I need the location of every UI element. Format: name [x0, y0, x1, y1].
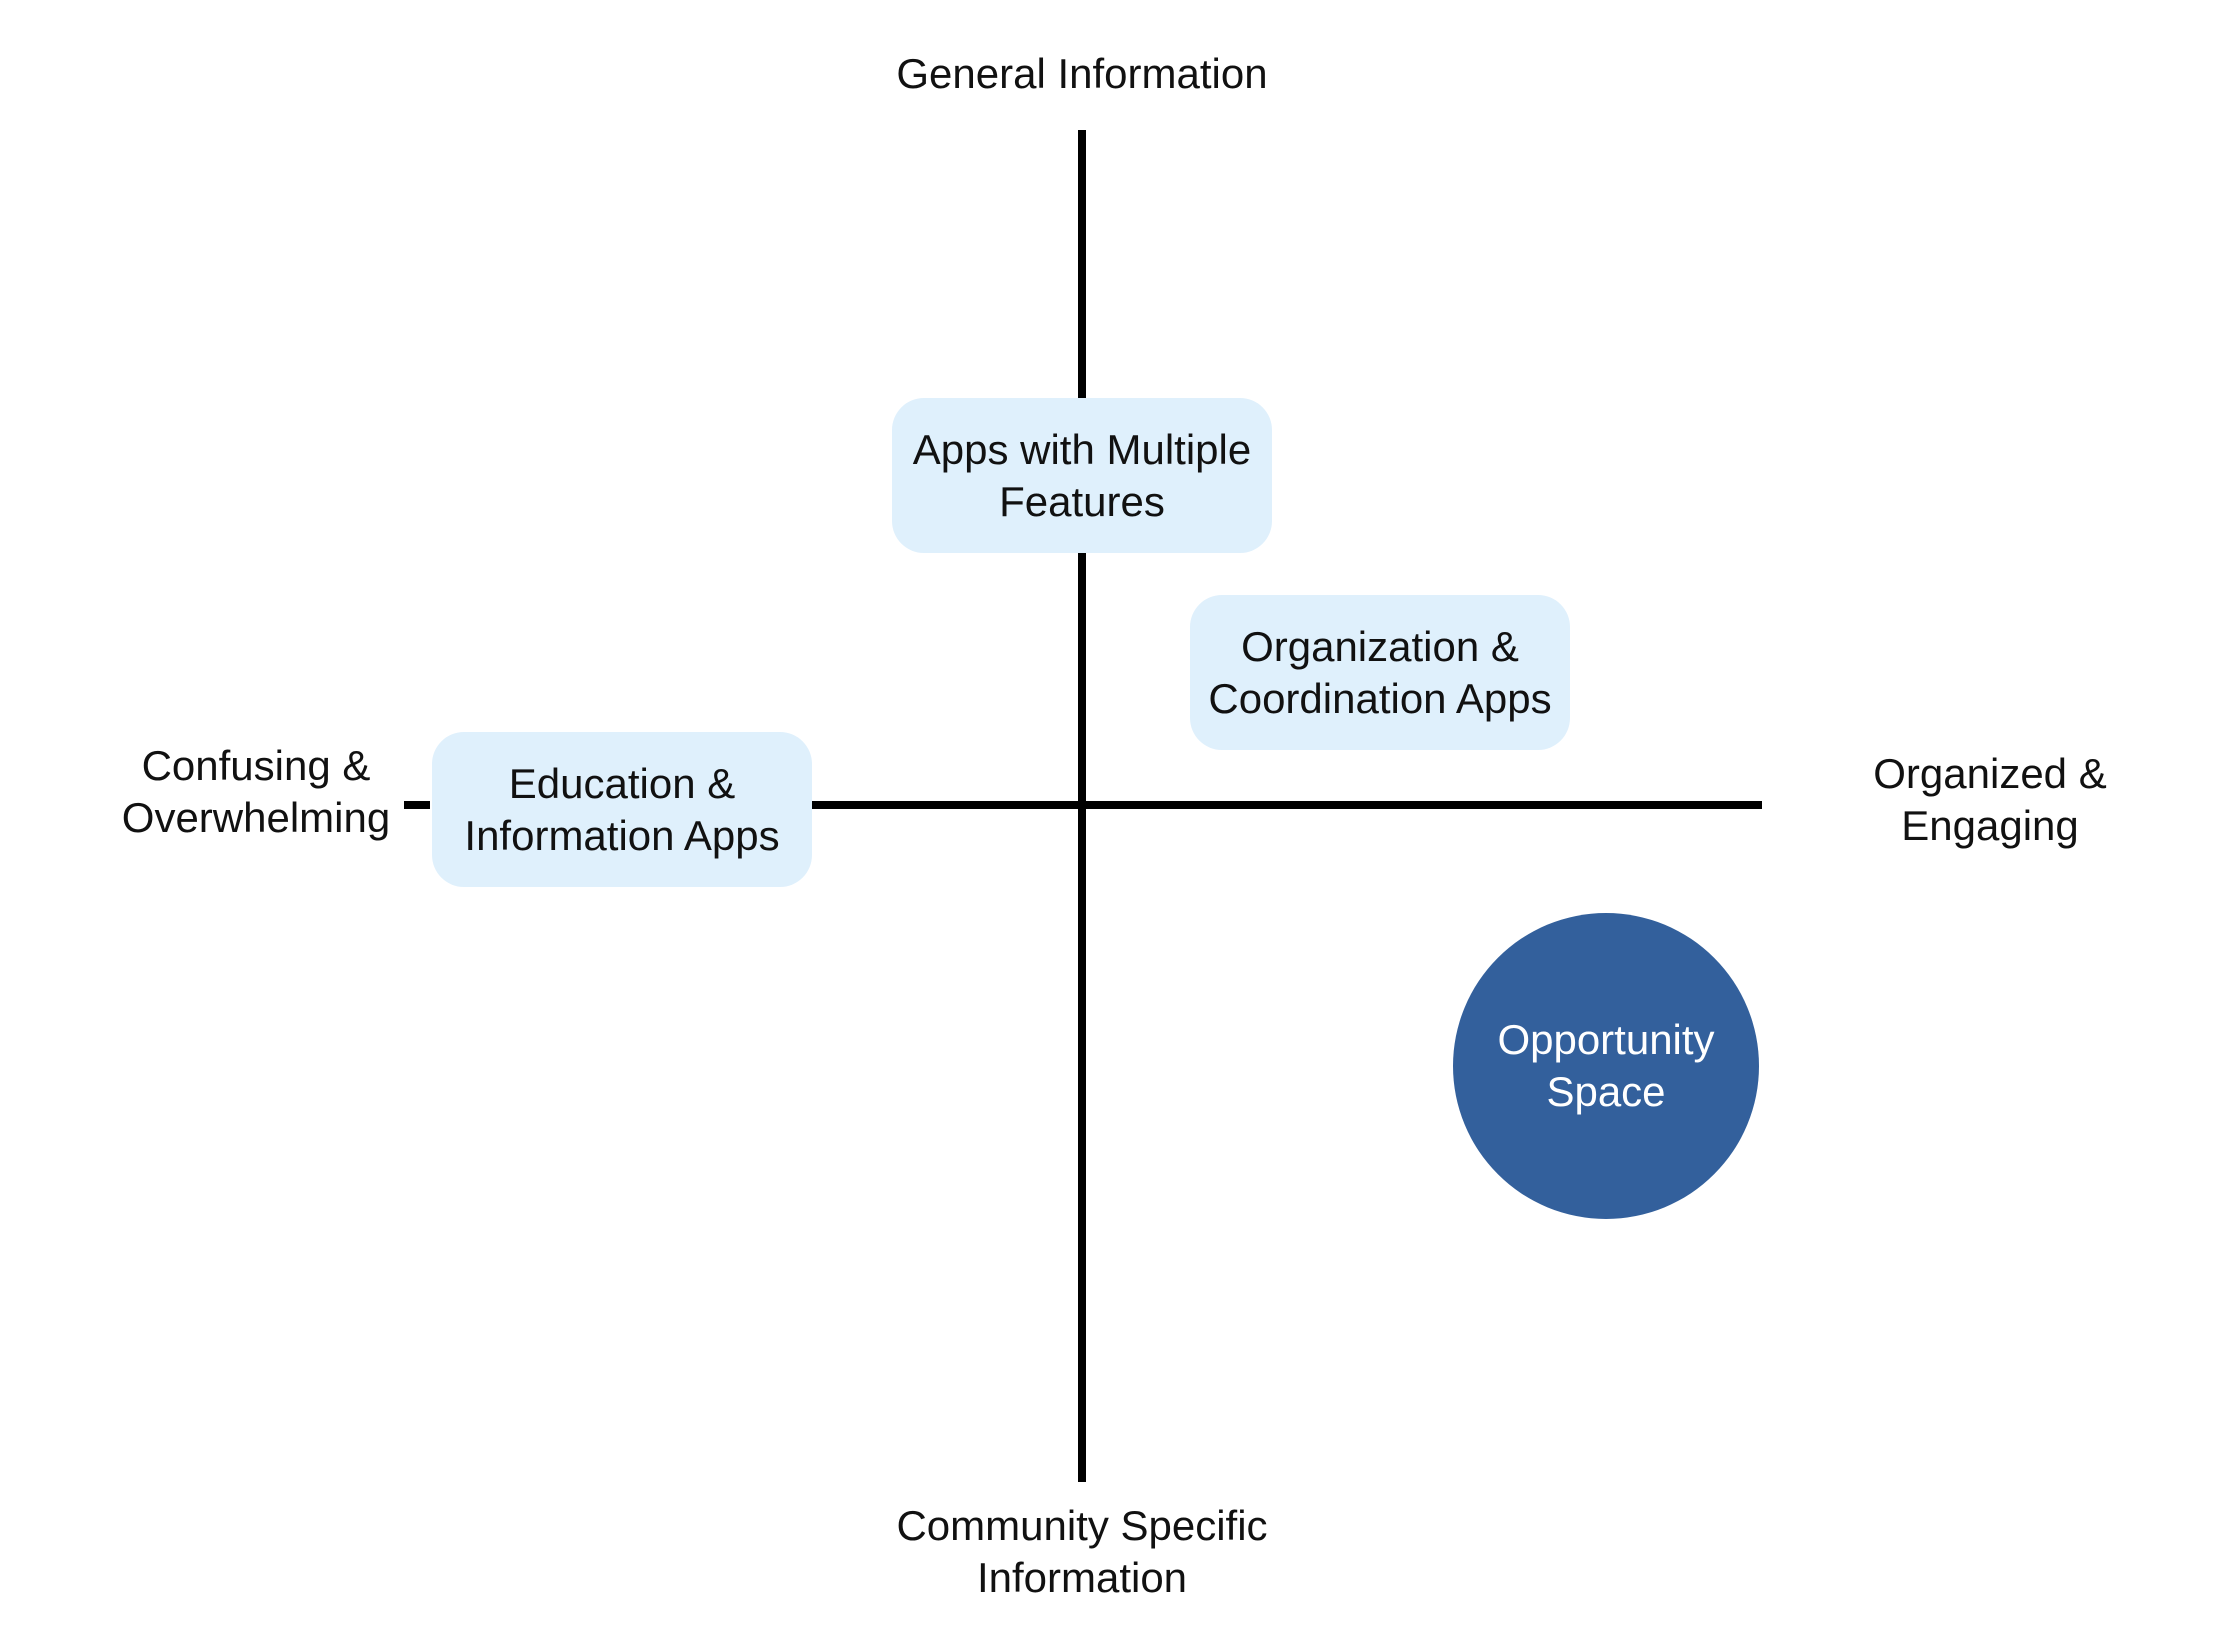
axis-label-right: Organized & Engaging — [1873, 750, 2107, 849]
opportunity-space-circle: Opportunity Space — [1453, 913, 1759, 1219]
category-box-multiple-features: Apps with Multiple Features — [892, 398, 1272, 553]
category-box-education-information: Education & Information Apps — [432, 732, 812, 887]
horizontal-axis-left-segment — [404, 801, 430, 809]
category-box-organization-coordination: Organization & Coordination Apps — [1190, 595, 1570, 750]
axis-label-top: General Information — [896, 50, 1268, 97]
axis-label-bottom: Community Specific Information — [896, 1502, 1268, 1601]
horizontal-axis-right-segment — [808, 801, 1762, 809]
axis-label-left: Confusing & Overwhelming — [121, 742, 391, 841]
